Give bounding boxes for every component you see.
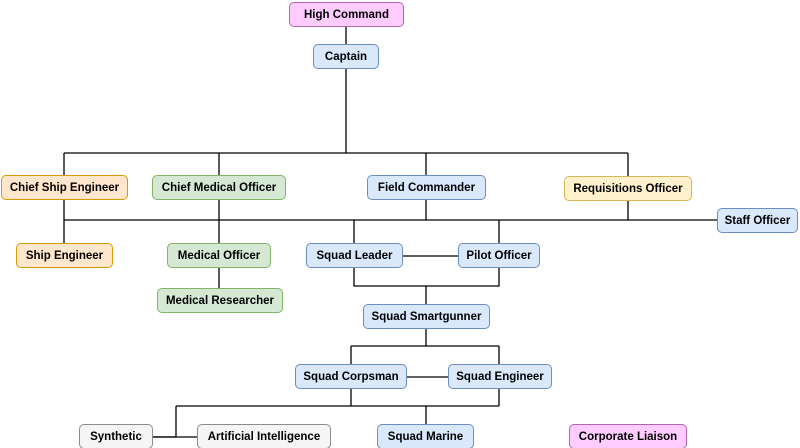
node-chief-medical-officer: Chief Medical Officer [152, 175, 286, 200]
node-staff-officer: Staff Officer [717, 208, 798, 233]
node-pilot-officer: Pilot Officer [458, 243, 540, 268]
node-requisitions-officer: Requisitions Officer [564, 176, 692, 201]
node-captain: Captain [313, 44, 379, 69]
node-medical-officer: Medical Officer [167, 243, 271, 268]
node-synthetic: Synthetic [79, 424, 153, 448]
edge-bottom-synthetic [153, 406, 177, 438]
edge-squad-leader-smartgunner [353, 268, 500, 287]
node-squad-marine: Squad Marine [377, 424, 474, 448]
node-chief-ship-engineer: Chief Ship Engineer [1, 175, 128, 200]
node-squad-corpsman: Squad Corpsman [295, 364, 407, 389]
node-high-command: High Command [289, 2, 404, 27]
node-squad-leader: Squad Leader [306, 243, 403, 268]
node-ship-engineer: Ship Engineer [16, 243, 113, 268]
node-field-commander: Field Commander [367, 175, 486, 200]
node-squad-smartgunner: Squad Smartgunner [363, 304, 490, 329]
node-medical-researcher: Medical Researcher [157, 288, 283, 313]
node-artificial-intelligence: Artificial Intelligence [197, 424, 331, 448]
node-corporate-liaison: Corporate Liaison [569, 424, 687, 448]
node-squad-engineer: Squad Engineer [448, 364, 552, 389]
